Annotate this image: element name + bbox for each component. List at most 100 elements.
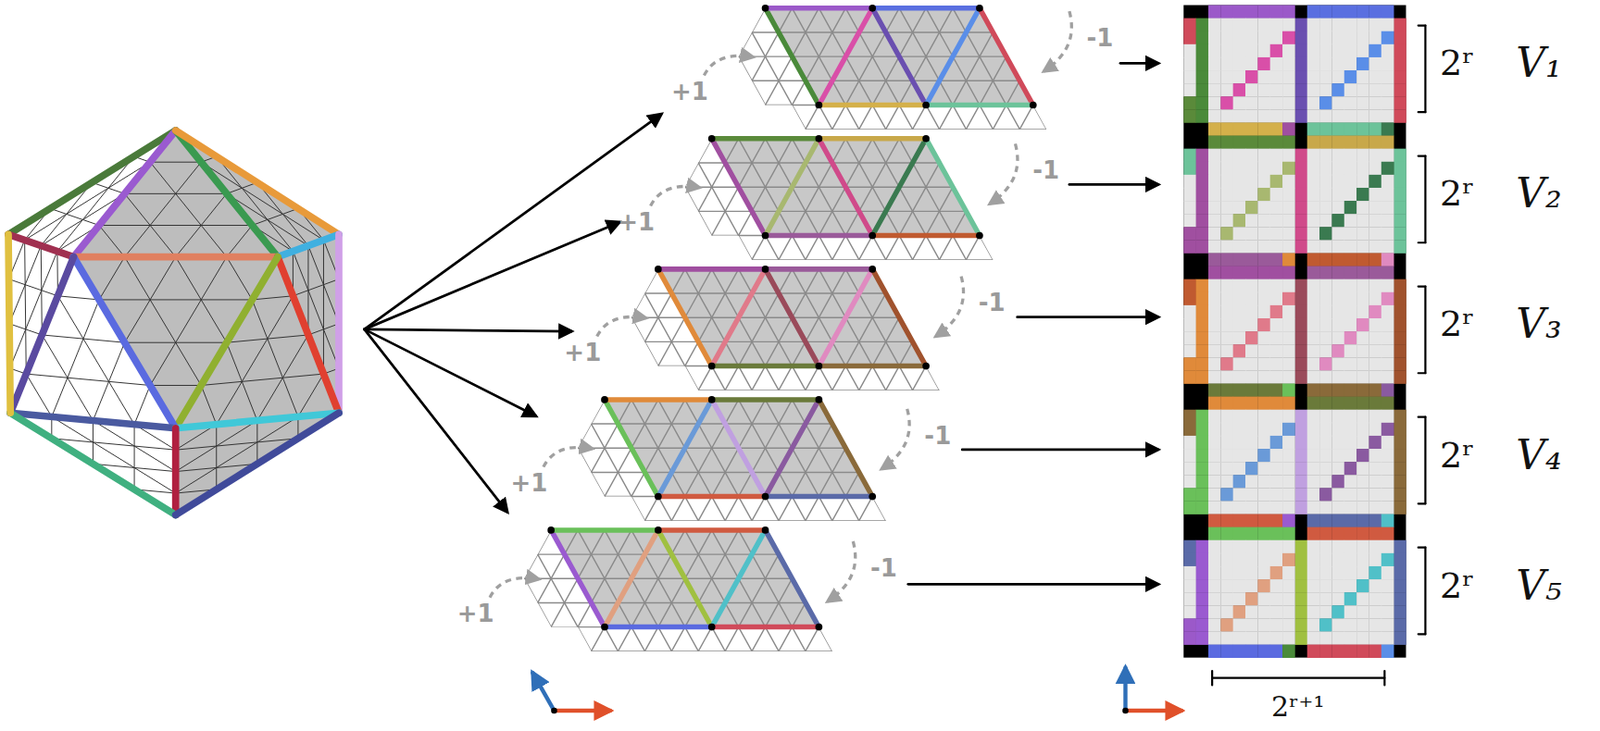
pixel bbox=[1208, 149, 1222, 163]
pixel bbox=[1270, 436, 1284, 450]
pixel bbox=[1257, 305, 1271, 319]
pixel bbox=[1233, 462, 1247, 475]
strip-edge bbox=[925, 8, 980, 106]
pixel bbox=[1319, 266, 1333, 280]
axis-origin bbox=[550, 708, 558, 715]
pixel bbox=[1319, 645, 1333, 659]
bracket bbox=[1418, 111, 1426, 113]
pixel bbox=[1356, 423, 1370, 437]
step-label: +1 bbox=[510, 471, 548, 496]
pixel bbox=[1233, 5, 1247, 19]
pixel bbox=[1331, 384, 1345, 398]
pixel bbox=[1356, 384, 1370, 398]
pixel bbox=[1282, 370, 1296, 384]
pixel bbox=[1356, 226, 1370, 240]
pixel bbox=[1282, 292, 1296, 306]
pixel bbox=[1183, 631, 1197, 645]
mesh-line bbox=[99, 225, 252, 226]
pixel bbox=[1245, 213, 1259, 227]
pixel bbox=[1331, 31, 1345, 45]
pixel bbox=[1331, 109, 1345, 123]
mesh-line bbox=[631, 482, 766, 725]
pixel bbox=[1344, 527, 1358, 541]
strip-edge bbox=[872, 138, 926, 237]
strip bbox=[363, 482, 1007, 725]
mesh-line bbox=[597, 389, 986, 391]
pixel bbox=[1233, 70, 1247, 84]
pixel bbox=[1257, 292, 1271, 306]
pixel bbox=[1233, 436, 1247, 450]
pixel bbox=[1368, 44, 1382, 58]
strip-edge bbox=[712, 625, 820, 631]
pixel bbox=[1208, 187, 1222, 201]
pixel bbox=[1356, 109, 1370, 123]
pixel bbox=[1257, 266, 1271, 280]
pixel bbox=[1257, 514, 1271, 528]
pixel bbox=[1331, 305, 1345, 319]
icosahedron-edge bbox=[74, 257, 176, 429]
pixel bbox=[1331, 410, 1345, 424]
mesh-line bbox=[1033, 0, 1168, 202]
pixel bbox=[1344, 540, 1358, 554]
mesh-line bbox=[703, 31, 1092, 33]
pixel bbox=[1319, 31, 1333, 45]
pixel bbox=[1257, 566, 1271, 580]
mesh-line bbox=[57, 296, 100, 300]
pixel bbox=[1220, 109, 1234, 123]
strip-edge bbox=[658, 527, 766, 534]
mesh-line bbox=[1060, 0, 1195, 202]
strip-edge bbox=[818, 400, 873, 498]
pixel bbox=[1220, 292, 1234, 306]
pixel bbox=[1257, 500, 1271, 514]
pixel bbox=[1294, 318, 1308, 332]
pixel bbox=[1307, 318, 1321, 332]
pixel bbox=[1393, 239, 1407, 253]
pixel bbox=[1282, 57, 1296, 71]
mesh-line bbox=[543, 423, 932, 425]
pixel bbox=[1381, 566, 1395, 580]
strip-edge bbox=[872, 269, 926, 367]
dimension-label: 2ʳ bbox=[1439, 437, 1475, 474]
pixel bbox=[1331, 592, 1345, 606]
mesh-line bbox=[979, 0, 1114, 202]
pixel bbox=[1319, 175, 1333, 188]
pixel bbox=[1319, 200, 1333, 214]
icosahedron bbox=[8, 130, 339, 515]
pixel bbox=[1294, 592, 1308, 606]
pixel bbox=[1381, 618, 1395, 632]
strip-edge bbox=[765, 8, 820, 106]
pixel bbox=[1381, 149, 1395, 163]
vertex-dot bbox=[654, 265, 663, 274]
pixel bbox=[1208, 645, 1222, 659]
fan-arrow bbox=[364, 329, 537, 417]
pixel bbox=[1356, 175, 1370, 188]
pixel bbox=[1270, 331, 1284, 345]
pixel bbox=[1381, 344, 1395, 358]
pixel bbox=[1368, 579, 1382, 593]
step-label: +1 bbox=[457, 601, 495, 626]
pixel bbox=[1381, 252, 1395, 266]
icosahedron-edge bbox=[74, 253, 278, 262]
pixel bbox=[1356, 149, 1370, 163]
pixel bbox=[1245, 631, 1259, 645]
pixel bbox=[1381, 266, 1395, 280]
mesh-line bbox=[738, 482, 874, 725]
pixel bbox=[1245, 18, 1259, 32]
pixel bbox=[1356, 487, 1370, 501]
pixel bbox=[1294, 487, 1308, 501]
pixel bbox=[1356, 566, 1370, 580]
mesh-line bbox=[979, 0, 1114, 202]
pixel bbox=[1319, 618, 1333, 632]
pixel bbox=[1220, 239, 1234, 253]
pixel bbox=[1220, 305, 1234, 319]
pixel bbox=[1393, 500, 1407, 514]
pixel bbox=[1319, 514, 1333, 528]
pixel bbox=[1233, 213, 1247, 227]
pixel bbox=[1196, 344, 1210, 358]
pixel bbox=[1282, 475, 1296, 488]
mesh-line bbox=[712, 482, 847, 725]
pixel bbox=[1196, 175, 1210, 188]
pixel bbox=[1270, 200, 1284, 214]
mesh-line bbox=[952, 90, 1088, 334]
pixel bbox=[1307, 370, 1321, 384]
